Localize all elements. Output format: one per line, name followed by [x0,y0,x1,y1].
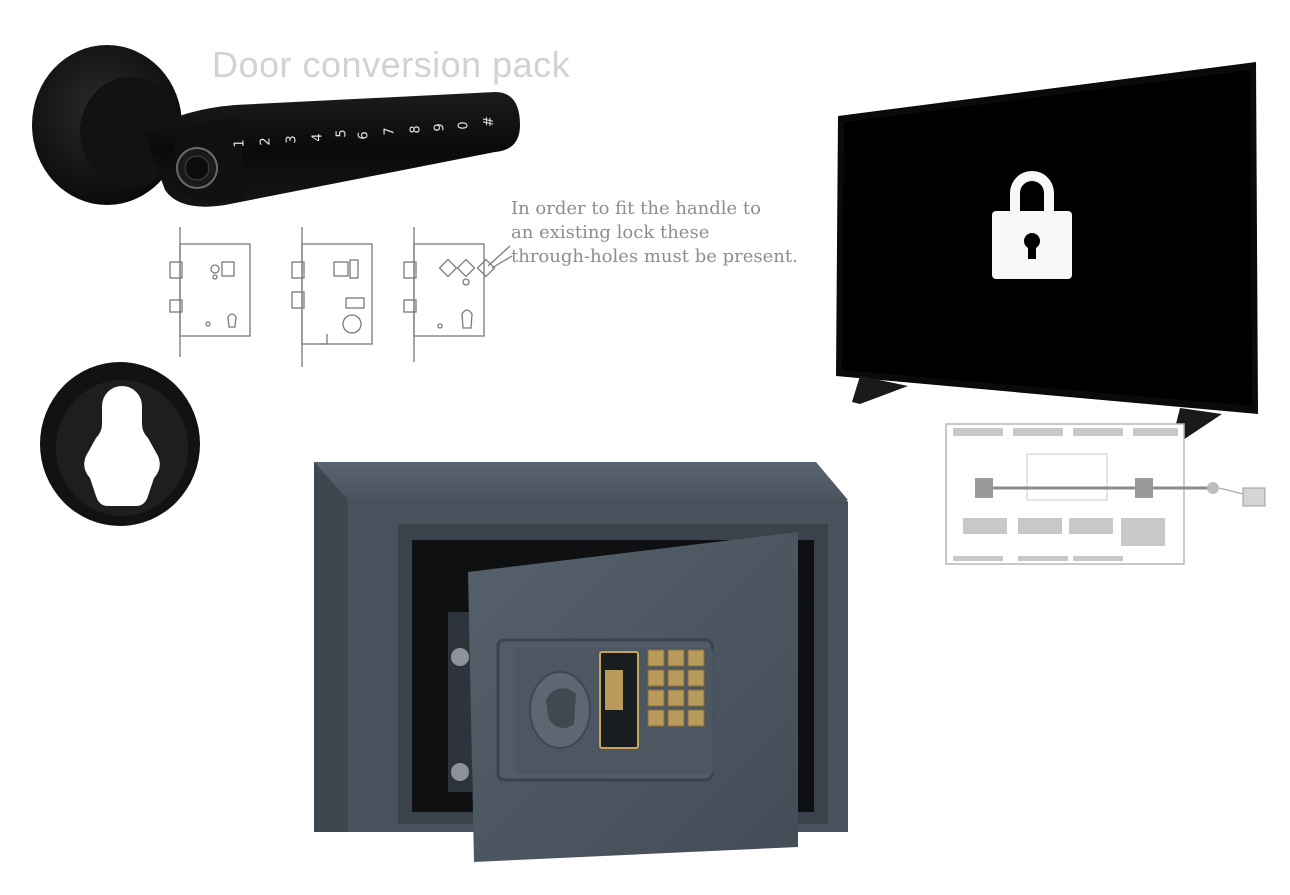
keypad-digit: 1 [232,139,248,148]
mortise-lock-1 [169,227,251,357]
keypad-digit: 3 [284,135,300,144]
page-title: Door conversion pack [212,44,571,85]
mortise-lock-2 [291,227,373,367]
keypad-digits: 1 2 3 4 5 6 7 8 9 0 # [232,116,522,168]
note-line: through-holes must be present. [511,246,798,267]
through-holes-note: In order to fit the handle to an existin… [511,197,841,269]
mortise-lock-diagrams [169,227,513,367]
mortise-lock-3 [403,227,513,362]
keypad-digit: 2 [258,137,274,146]
note-line: an existing lock these [511,222,710,243]
keypad-digit: 8 [408,125,424,134]
tv-lock-image [836,62,1258,442]
keypad-digit: 4 [310,133,326,142]
keypad-digit: 6 [356,131,372,140]
smart-door-handle-image [32,45,520,207]
wall-mount-diagram [945,423,1266,565]
keypad-digit: 0 [456,121,472,130]
euro-cylinder-rose-image [40,362,200,526]
keypad-digit: 5 [334,129,350,138]
keypad-digit: # [481,116,497,127]
note-line: In order to fit the handle to [511,198,761,219]
electronic-safe-image [314,462,848,862]
keypad-digit: 7 [382,127,398,136]
keypad-digit: 9 [432,123,448,132]
